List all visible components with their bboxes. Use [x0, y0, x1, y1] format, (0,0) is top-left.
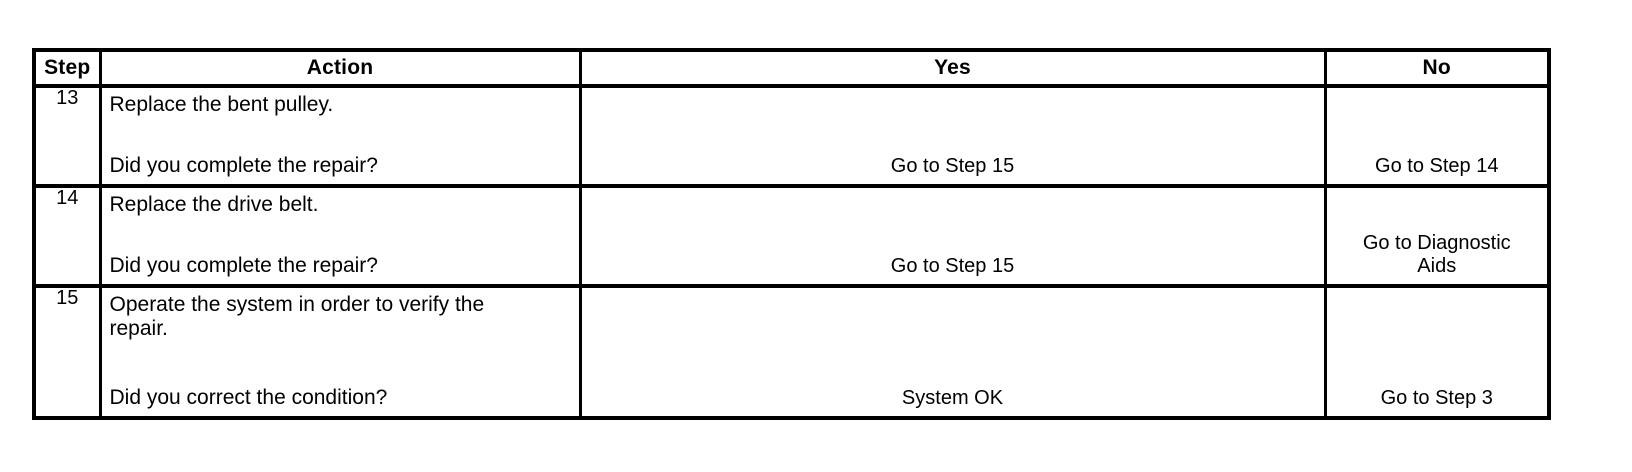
action-question: Did you complete the repair? — [109, 154, 378, 178]
column-header-no: No — [1323, 48, 1551, 88]
no-answer-cell: Go to Diagnostic Aids — [1323, 184, 1551, 288]
table-row: 15 Operate the system in order to verify… — [32, 284, 1551, 420]
table-header: Step Action Yes No — [32, 48, 1551, 88]
action-question: Did you complete the repair? — [109, 254, 378, 278]
column-header-no-label: No — [1422, 56, 1451, 79]
step-number-cell: 14 — [32, 184, 102, 288]
step-number: 13 — [56, 87, 79, 109]
table-row: 13 Replace the bent pulley. Did you comp… — [32, 84, 1551, 188]
table-row: 14 Replace the drive belt. Did you compl… — [32, 184, 1551, 288]
table-body: 13 Replace the bent pulley. Did you comp… — [32, 84, 1551, 420]
action-cell: Replace the drive belt. Did you complete… — [98, 184, 582, 288]
diagnostic-step-table: Step Action Yes No 13 — [32, 48, 1551, 420]
yes-answer-text: Go to Step 15 — [890, 255, 1015, 278]
action-instruction: Operate the system in order to verify th… — [109, 293, 485, 340]
column-header-yes-label: Yes — [934, 56, 971, 79]
column-header-yes: Yes — [578, 48, 1327, 88]
yes-answer-cell: Go to Step 15 — [578, 84, 1327, 188]
no-answer-text: Go to Step 3 — [1380, 387, 1493, 410]
no-answer-cell: Go to Step 3 — [1323, 284, 1551, 420]
action-instruction: Replace the drive belt. — [109, 193, 319, 216]
column-header-step: Step — [32, 48, 102, 88]
no-answer-text: Go to Step 14 — [1375, 155, 1499, 178]
action-cell: Operate the system in order to verify th… — [98, 284, 582, 420]
yes-answer-text: Go to Step 15 — [890, 155, 1015, 178]
action-question: Did you correct the condition? — [109, 386, 388, 410]
step-number: 15 — [56, 287, 79, 309]
step-number: 14 — [56, 187, 79, 209]
yes-answer-cell: Go to Step 15 — [578, 184, 1327, 288]
column-header-action: Action — [98, 48, 582, 88]
action-cell: Replace the bent pulley. Did you complet… — [98, 84, 582, 188]
action-instruction: Replace the bent pulley. — [109, 93, 334, 116]
column-header-action-label: Action — [306, 56, 374, 79]
yes-answer-cell: System OK — [578, 284, 1327, 420]
no-answer-text: Go to Diagnostic Aids — [1362, 232, 1511, 278]
step-number-cell: 13 — [32, 84, 102, 188]
step-number-cell: 15 — [32, 284, 102, 420]
header-row: Step Action Yes No — [32, 48, 1551, 88]
yes-answer-text: System OK — [901, 387, 1004, 410]
no-answer-cell: Go to Step 14 — [1323, 84, 1551, 188]
column-header-step-label: Step — [44, 56, 91, 79]
